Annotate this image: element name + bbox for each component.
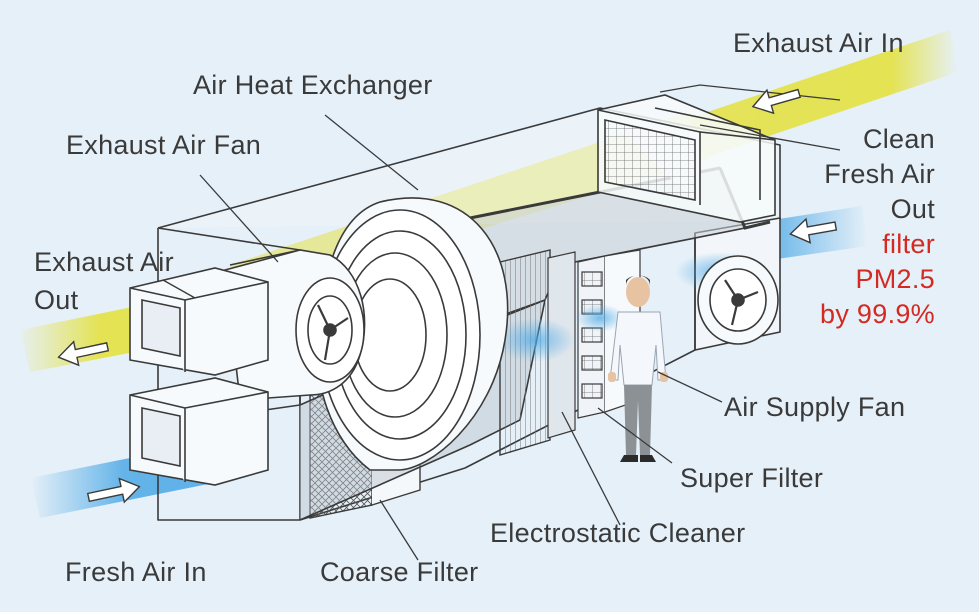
label-filter: filter <box>882 229 935 259</box>
label-coarse-filter: Coarse Filter <box>320 557 479 587</box>
label-exhaust-air: Exhaust Air <box>34 247 174 277</box>
label-exhaust-air-in: Exhaust Air In <box>733 28 904 58</box>
label-fresh-air: Fresh Air <box>824 159 935 189</box>
label-pm25: PM2.5 <box>855 264 935 294</box>
arrow-right-icon <box>86 477 141 504</box>
fresh-in-duct <box>129 377 269 486</box>
label-exhaust-air-fan: Exhaust Air Fan <box>66 130 262 160</box>
leader-lines <box>162 114 723 561</box>
arrow-left-icon <box>57 340 110 367</box>
label-electrostatic-cleaner: Electrostatic Cleaner <box>490 518 746 548</box>
label-by-percent: by 99.9% <box>820 299 935 329</box>
label-super-filter: Super Filter <box>680 463 824 493</box>
exhaust-out-duct <box>129 267 269 376</box>
exhaust-in-stream <box>690 30 958 158</box>
exhaust-in-duct <box>597 94 776 223</box>
label-fresh-air-in: Fresh Air In <box>65 557 207 587</box>
label-exhaust-out: Out <box>34 285 79 315</box>
arrow-left-icon <box>751 88 802 115</box>
heat-exchanger-drum <box>316 197 509 471</box>
arrow-left-icon <box>789 217 838 244</box>
label-out: Out <box>890 194 935 224</box>
label-clean: Clean <box>862 124 935 154</box>
air-supply-fan <box>697 255 779 345</box>
label-air-supply-fan: Air Supply Fan <box>724 392 906 422</box>
label-air-heat-exchanger: Air Heat Exchanger <box>193 70 433 100</box>
